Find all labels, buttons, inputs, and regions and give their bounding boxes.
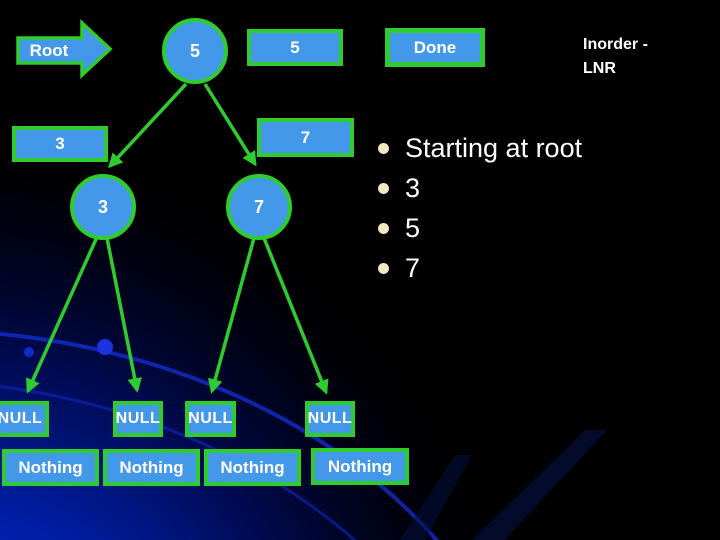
null-box-2: NULL <box>113 401 163 437</box>
null-box-1: NULL <box>0 401 49 437</box>
done-box: Done <box>385 28 485 67</box>
light-streak <box>472 430 607 540</box>
bullet-text: Starting at root <box>405 132 583 163</box>
nothing-box-3: Nothing <box>204 449 301 486</box>
null-box-4: NULL <box>305 401 355 437</box>
edge-right-to-null-3 <box>208 237 256 394</box>
bullet-icon <box>378 222 389 234</box>
value-box-left: 3 <box>12 126 108 162</box>
bullet-text: 5 <box>405 212 421 243</box>
edge-left-to-null-1 <box>26 236 99 394</box>
edge-right-to-null-4 <box>262 237 329 395</box>
value-box-root: 5 <box>247 29 343 66</box>
bullet-list: Starting at root 3 5 7 <box>378 128 582 288</box>
bullet-text: 3 <box>405 172 421 203</box>
bullet-icon <box>378 142 389 154</box>
bullet-item: Starting at root <box>378 128 582 168</box>
orbit-dot-small <box>24 347 34 357</box>
value-box-right: 7 <box>257 118 354 157</box>
root-pointer-label: Root <box>29 41 69 60</box>
tree-node-right: 7 <box>226 174 292 240</box>
nothing-box-2: Nothing <box>103 449 200 486</box>
edge-left-to-null-2 <box>105 237 142 393</box>
tree-node-root: 5 <box>162 18 228 84</box>
bullet-item: 3 <box>378 168 582 208</box>
bullet-item: 7 <box>378 248 582 288</box>
bullet-icon <box>378 262 389 274</box>
bullet-item: 5 <box>378 208 582 248</box>
nothing-box-1: Nothing <box>2 449 99 486</box>
tree-node-left: 3 <box>70 174 136 240</box>
bullet-icon <box>378 182 389 194</box>
bullet-text: 7 <box>405 252 421 283</box>
edge-root-to-right <box>203 83 257 167</box>
light-streak <box>400 455 472 540</box>
slide-title: Inorder - LNR <box>583 36 648 77</box>
orbit-dot-large <box>97 339 113 355</box>
null-box-3: NULL <box>185 401 236 437</box>
nothing-box-4: Nothing <box>311 448 409 485</box>
root-pointer-arrow <box>16 18 113 80</box>
edge-root-to-left <box>108 82 188 169</box>
